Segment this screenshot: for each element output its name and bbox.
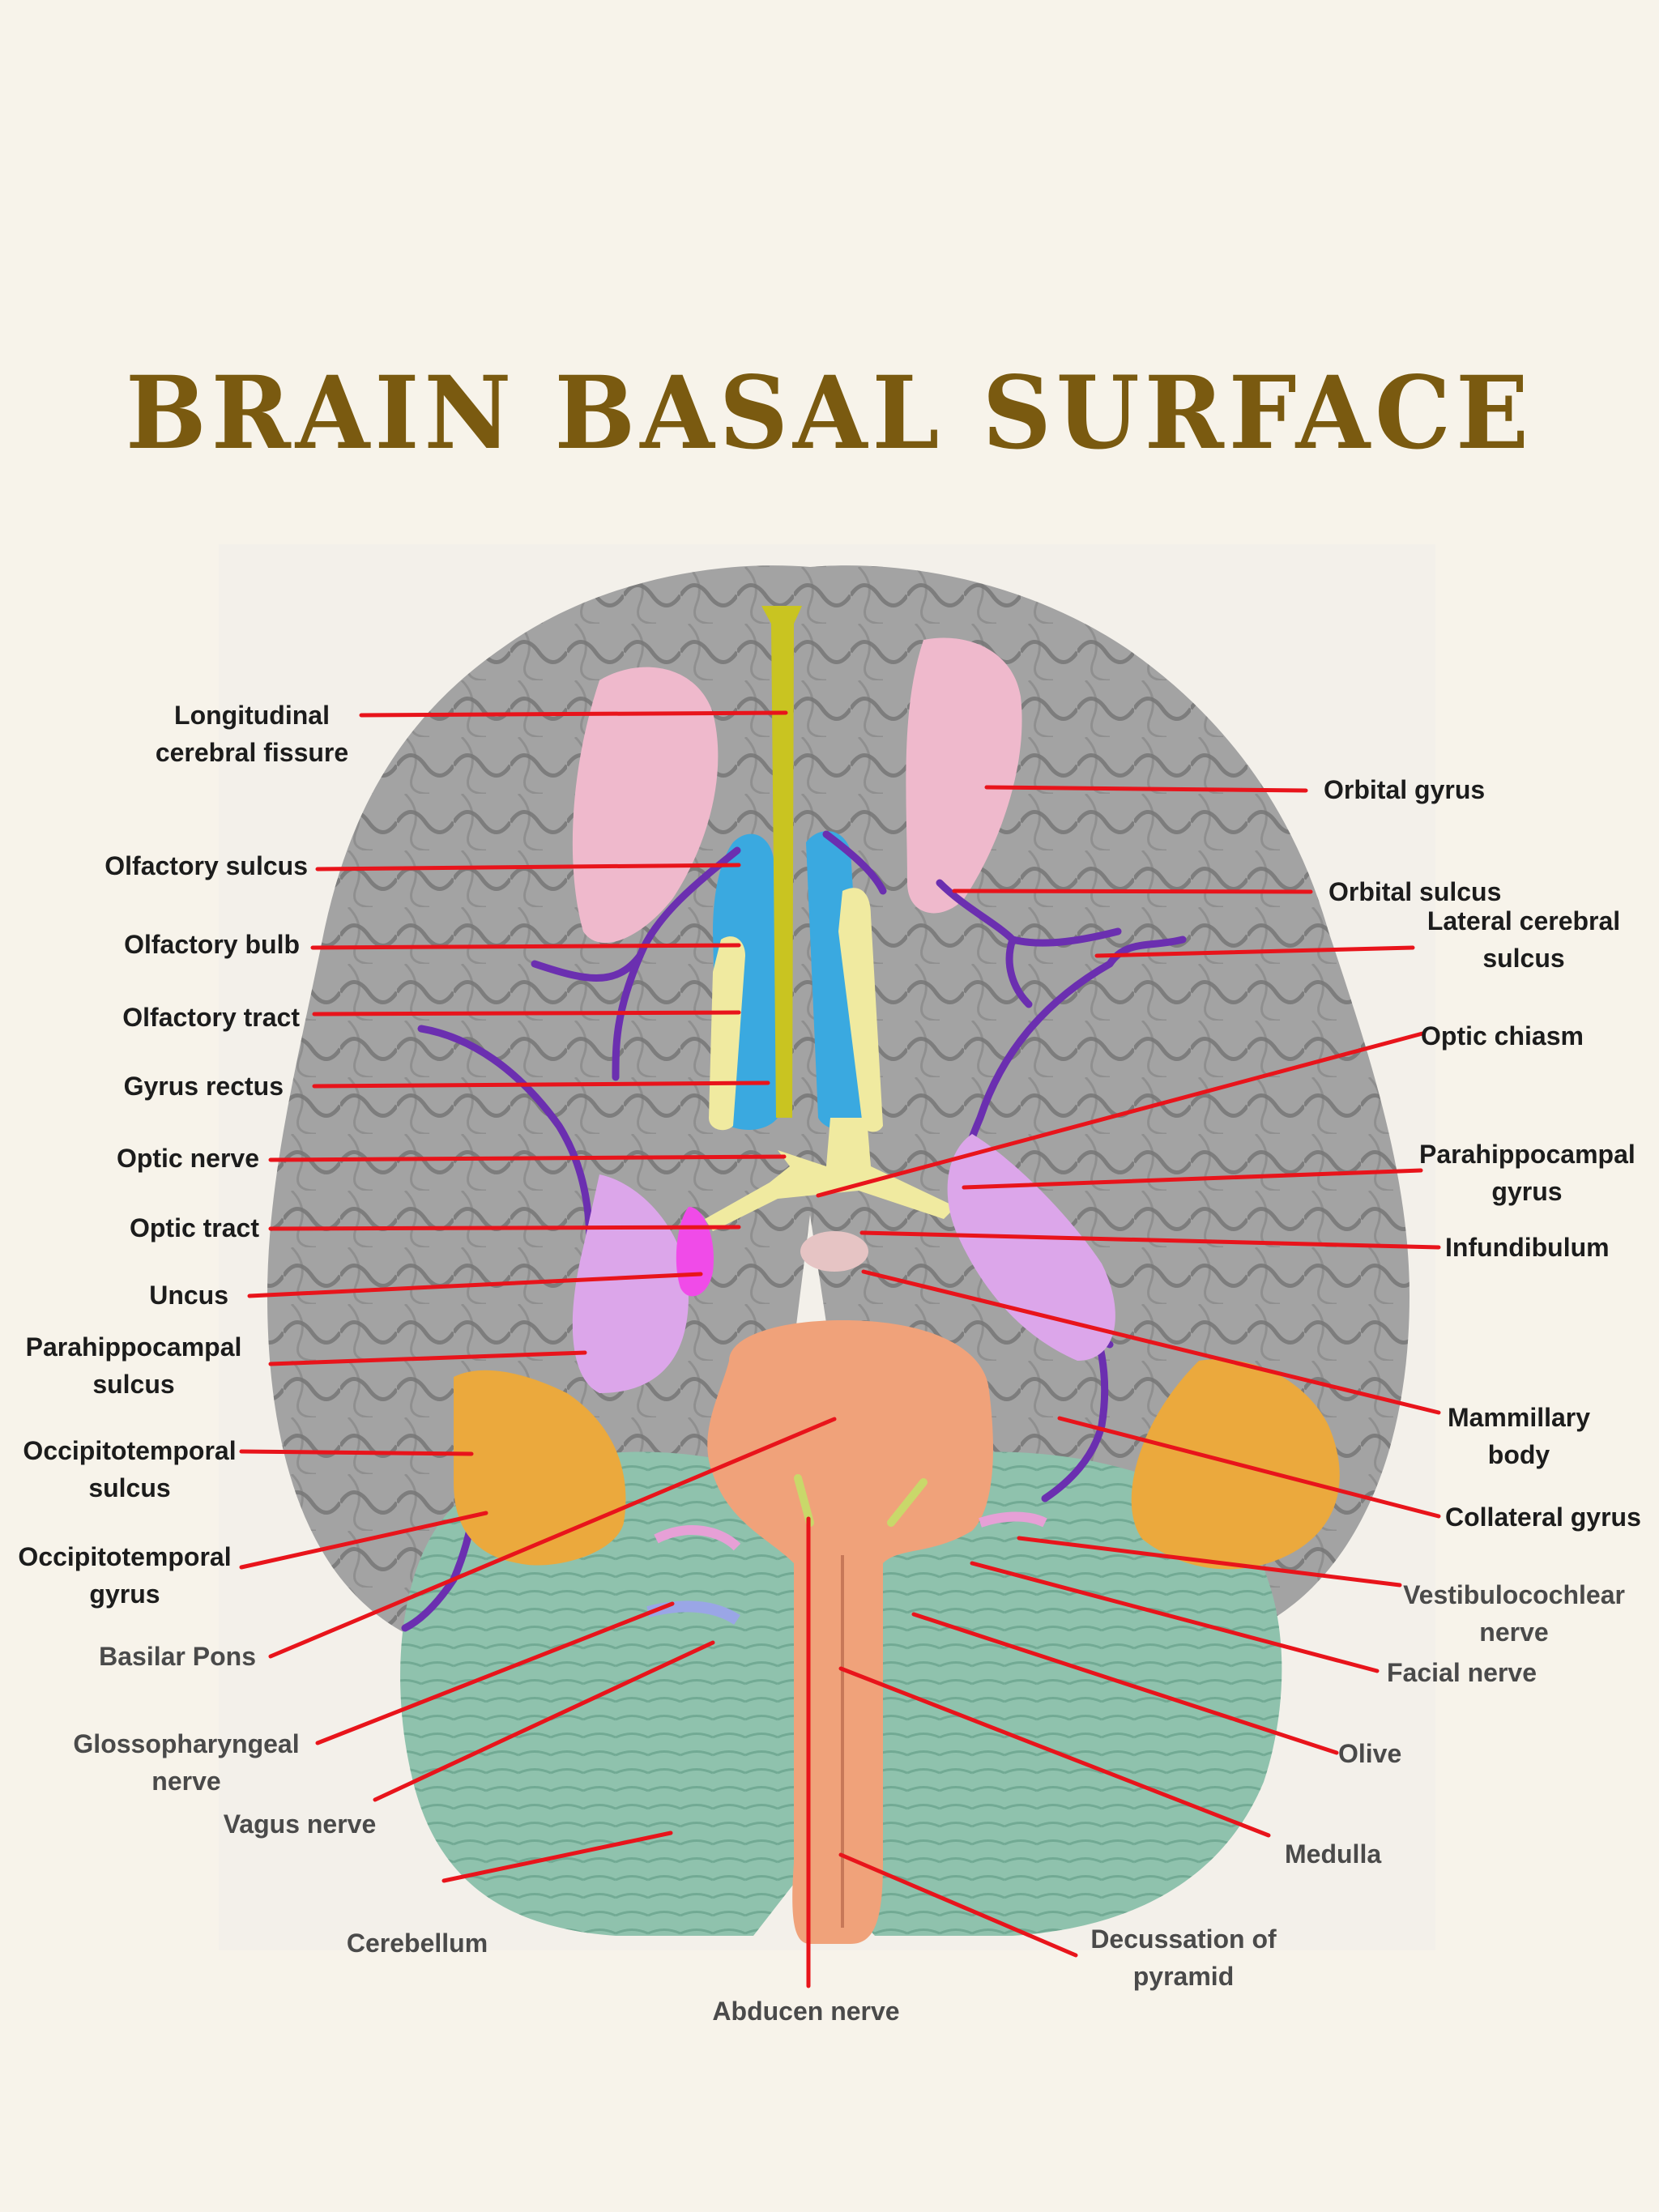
label-optic-tract: Optic tract [129, 1213, 259, 1242]
label-facial-nerve: Facial nerve [1387, 1658, 1537, 1687]
orbital-gyrus-right [906, 637, 1022, 914]
label-parahippocampal-sulcus: Parahippocampal sulcus [25, 1332, 242, 1399]
label-occipitotemporal-gyrus: Occipitotemporal gyrus [18, 1542, 232, 1609]
label-olive: Olive [1338, 1739, 1402, 1768]
label-cerebellum: Cerebellum [346, 1929, 488, 1958]
brainstem-shape [707, 1320, 993, 1944]
label-olfactory-bulb: Olfactory bulb [124, 930, 300, 959]
label-vagus-nerve: Vagus nerve [223, 1809, 377, 1839]
orbital-gyrus-left [572, 667, 719, 944]
label-mammillary-body: Mammillary body [1447, 1403, 1591, 1469]
label-optic-nerve: Optic nerve [116, 1144, 259, 1173]
label-infundibulum: Infundibulum [1445, 1233, 1610, 1262]
abducens-nerve-right [887, 1478, 928, 1527]
label-olfactory-sulcus: Olfactory sulcus [104, 851, 308, 880]
label-orbital-gyrus: Orbital gyrus [1324, 775, 1486, 804]
glossopharyngeal-shape [654, 1525, 741, 1551]
label-longitudinal-cerebral-fissure: Longitudinal cerebral fissure [155, 701, 349, 767]
longitudinal-fissure-shape [761, 606, 802, 1118]
mammillary-body-shape [800, 1231, 868, 1272]
vestibulocochlear-shape [979, 1511, 1047, 1528]
optic-chiasm-shape [705, 1118, 956, 1231]
label-uncus: Uncus [149, 1281, 228, 1310]
diagram-title: BRAIN BASAL SURFACE [125, 353, 1534, 472]
label-basilar-pons: Basilar Pons [99, 1642, 256, 1671]
leader-lines [239, 710, 1441, 1988]
label-orbital-sulcus: Orbital sulcus [1328, 877, 1502, 906]
label-lateral-cerebral-sulcus: Lateral cerebral sulcus [1427, 906, 1621, 973]
abducens-nerve-left [794, 1474, 814, 1527]
parahippocampal-gyrus-right [947, 1134, 1115, 1361]
label-gyrus-rectus: Gyrus rectus [123, 1072, 284, 1101]
label-occipitotemporal-sulcus: Occipitotemporal sulcus [23, 1436, 237, 1502]
label-abducen-nerve: Abducen nerve [712, 1997, 900, 2026]
label-medulla: Medulla [1285, 1839, 1382, 1869]
label-olfactory-tract: Olfactory tract [122, 1003, 300, 1032]
label-optic-chiasm: Optic chiasm [1421, 1021, 1584, 1051]
label-parahippocampal-gyrus: Parahippocampal gyrus [1419, 1140, 1636, 1206]
occipitotemporal-left [454, 1370, 626, 1566]
label-vestibulocochlear-nerve: Vestibulocochlear nerve [1403, 1580, 1625, 1647]
olfactory-tract-right [838, 888, 883, 1132]
label-glossopharyngeal-nerve: Glossopharyngeal nerve [73, 1729, 300, 1796]
label-decussation-of-pyramid: Decussation of pyramid [1090, 1924, 1277, 1991]
label-collateral-gyrus: Collateral gyrus [1445, 1502, 1641, 1532]
